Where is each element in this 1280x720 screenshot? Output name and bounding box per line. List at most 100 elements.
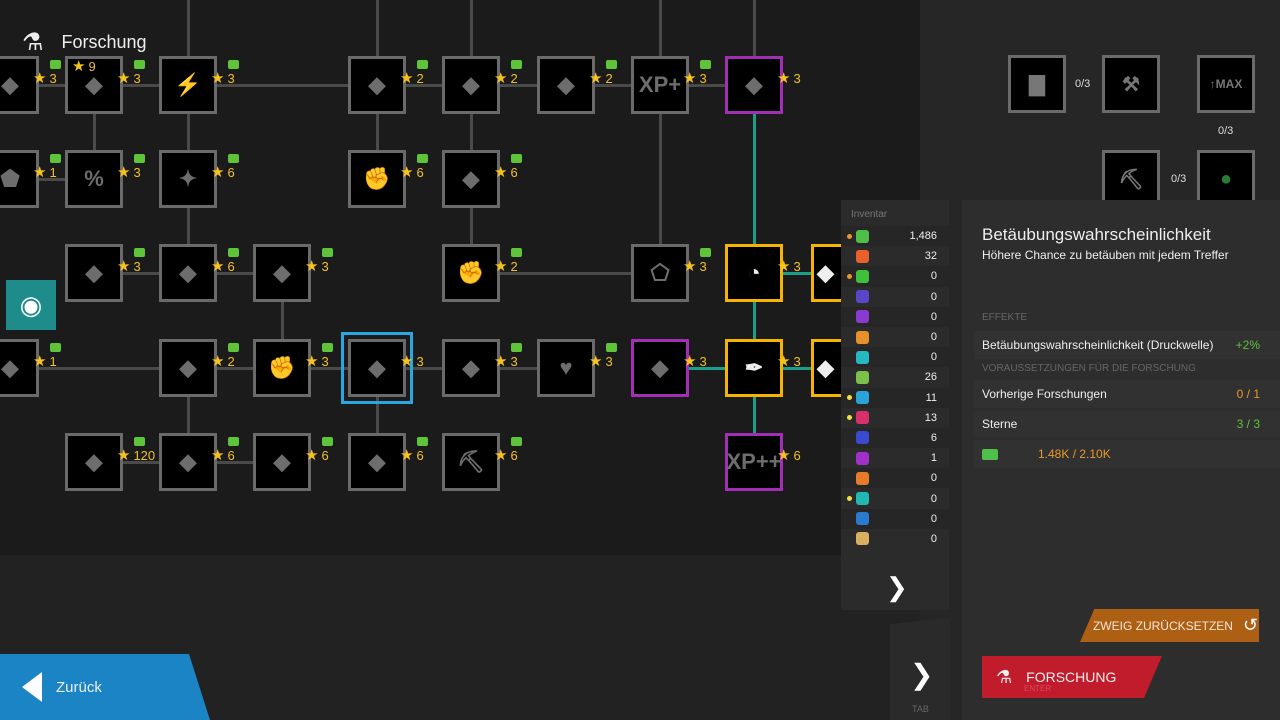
tree-connector (753, 367, 839, 370)
fist-icon: ✊ (457, 260, 485, 285)
blue-triangle-icon (856, 290, 869, 304)
star-cost-value: 3 (605, 354, 613, 369)
teal-crystal-icon (856, 350, 869, 364)
node-star-cost: ★3 (117, 69, 141, 87)
inventory-item: 1,486 (841, 226, 949, 247)
star-icon: ★ (33, 70, 47, 87)
star-cost-value: 2 (510, 71, 518, 86)
research-node-heart[interactable]: ♥ (537, 339, 595, 397)
purple-block-icon (856, 310, 869, 324)
new-dot (847, 335, 852, 340)
research-node-pen[interactable]: ✒ (725, 339, 783, 397)
cash-icon (700, 60, 711, 69)
research-node-stun-wave[interactable]: ◆ (341, 332, 413, 404)
research-node-rocks[interactable]: ◆ (253, 244, 311, 302)
star-cost-value: 3 (133, 165, 141, 180)
research-key-hint: ENTER (1024, 684, 1052, 693)
star-icon: ★ (33, 164, 47, 181)
inventory-item: 32 (841, 246, 949, 266)
cash-icon (50, 154, 61, 163)
side-node-hammer[interactable]: ⚒ (1102, 55, 1160, 113)
node-star-cost: ★3 (589, 352, 613, 370)
research-node-gem-shield[interactable]: ◆ (442, 150, 500, 208)
star-cost-value: 3 (133, 71, 141, 86)
research-node-explosion[interactable]: ◆ (159, 339, 217, 397)
tree-connector (376, 84, 379, 178)
tree-connector (187, 84, 376, 87)
stars-value: 3 / 3 (1236, 417, 1260, 431)
research-node-lightning[interactable]: ⚡ (159, 56, 217, 114)
star-burst-icon: ✦ (178, 166, 198, 191)
research-node-magnet[interactable]: ◆ (65, 433, 123, 491)
tree-category-button[interactable]: ◉ (6, 280, 56, 330)
orange-orb-icon (856, 330, 869, 344)
orange-star-card-icon (856, 471, 869, 485)
research-node-star-burst[interactable]: ✦ (159, 150, 217, 208)
research-node-xpplus[interactable]: XP+ (631, 56, 689, 114)
node-star-cost: ★1 (33, 163, 57, 181)
inventory-count: 0 (930, 492, 937, 505)
inventory-item: 0 (841, 327, 949, 347)
inventory-item: 11 (841, 387, 949, 408)
new-dot (847, 294, 852, 299)
back-button[interactable]: Zurück (0, 654, 210, 720)
research-node-xp-minus[interactable]: ◆ (537, 56, 595, 114)
next-tab-button[interactable]: ❯TAB (890, 618, 950, 720)
cash-icon (134, 154, 145, 163)
research-node-percent[interactable]: % (65, 150, 123, 208)
tree-connector (659, 0, 662, 84)
star-cost-value: 3 (699, 354, 707, 369)
cash-icon (134, 437, 145, 446)
research-node-cards[interactable]: ◆ (159, 244, 217, 302)
research-node-fist[interactable]: ✊ (348, 150, 406, 208)
reset-branch-button[interactable]: ZWEIG ZURÜCKSETZEN↺ (1080, 609, 1259, 642)
research-node-rock[interactable]: ◆ (0, 339, 39, 397)
node-icon: ◆ (817, 260, 834, 285)
research-node-meteor[interactable]: ◆ (65, 56, 123, 114)
research-node-rock-speed[interactable]: ◆ (253, 433, 311, 491)
research-node-xpplusplus[interactable]: XP++ (725, 433, 783, 491)
node-star-cost: ★3 (400, 352, 424, 370)
research-node-xp-plus-grid[interactable]: ◆ (442, 56, 500, 114)
research-node-fist[interactable]: ✊ (253, 339, 311, 397)
research-node-hammer-rock[interactable]: ◆ (65, 244, 123, 302)
inventory-item: 13 (841, 408, 949, 428)
research-node-cards[interactable]: ◆ (631, 339, 689, 397)
research-node-shield[interactable]: ⬟ (0, 150, 39, 208)
ore-pentagon-icon (856, 249, 869, 263)
side-node-banner[interactable]: ▇ (1008, 55, 1066, 113)
research-node-gem[interactable]: ⬠ (631, 244, 689, 302)
cash-icon (511, 60, 522, 69)
node-star-cost: ★6 (400, 446, 424, 464)
star-icon: ★ (72, 58, 86, 75)
node-star-cost: ★3 (777, 69, 801, 87)
research-node-rock-split[interactable]: ◆ (348, 433, 406, 491)
node-star-cost: ★3 (211, 69, 235, 87)
side-node-max[interactable]: ↑MAX (1197, 55, 1255, 113)
tree-connector (187, 84, 190, 178)
cash-icon (322, 437, 333, 446)
xp-minus-icon: ◆ (557, 72, 575, 97)
research-node-pickaxe[interactable]: ⛏ (442, 433, 500, 491)
research-node-shatter[interactable]: ◆ (442, 339, 500, 397)
new-dot (847, 435, 852, 440)
tree-connector (470, 178, 473, 272)
research-node-meteor[interactable]: ◆ (0, 56, 39, 114)
reset-icon: ↺ (1242, 615, 1259, 635)
research-node-fist[interactable]: ✊ (442, 244, 500, 302)
research-node-lightning-arrows[interactable]: ◆ (348, 56, 406, 114)
research-node-stun[interactable]: ◔ (725, 244, 783, 302)
research-node-rock-hammer[interactable]: ◆ (159, 433, 217, 491)
node-star-cost: ★2 (400, 69, 424, 87)
inventory-next-icon[interactable]: ❯ (886, 572, 908, 602)
page-title: Forschung (61, 32, 147, 52)
inventory-item: 6 (841, 427, 949, 449)
green-orb-icon (856, 269, 869, 283)
research-node-hammer-rock[interactable]: ◆ (725, 56, 783, 114)
node-star-cost: ★6 (305, 446, 329, 464)
rock-speed-icon: ◆ (273, 449, 291, 474)
